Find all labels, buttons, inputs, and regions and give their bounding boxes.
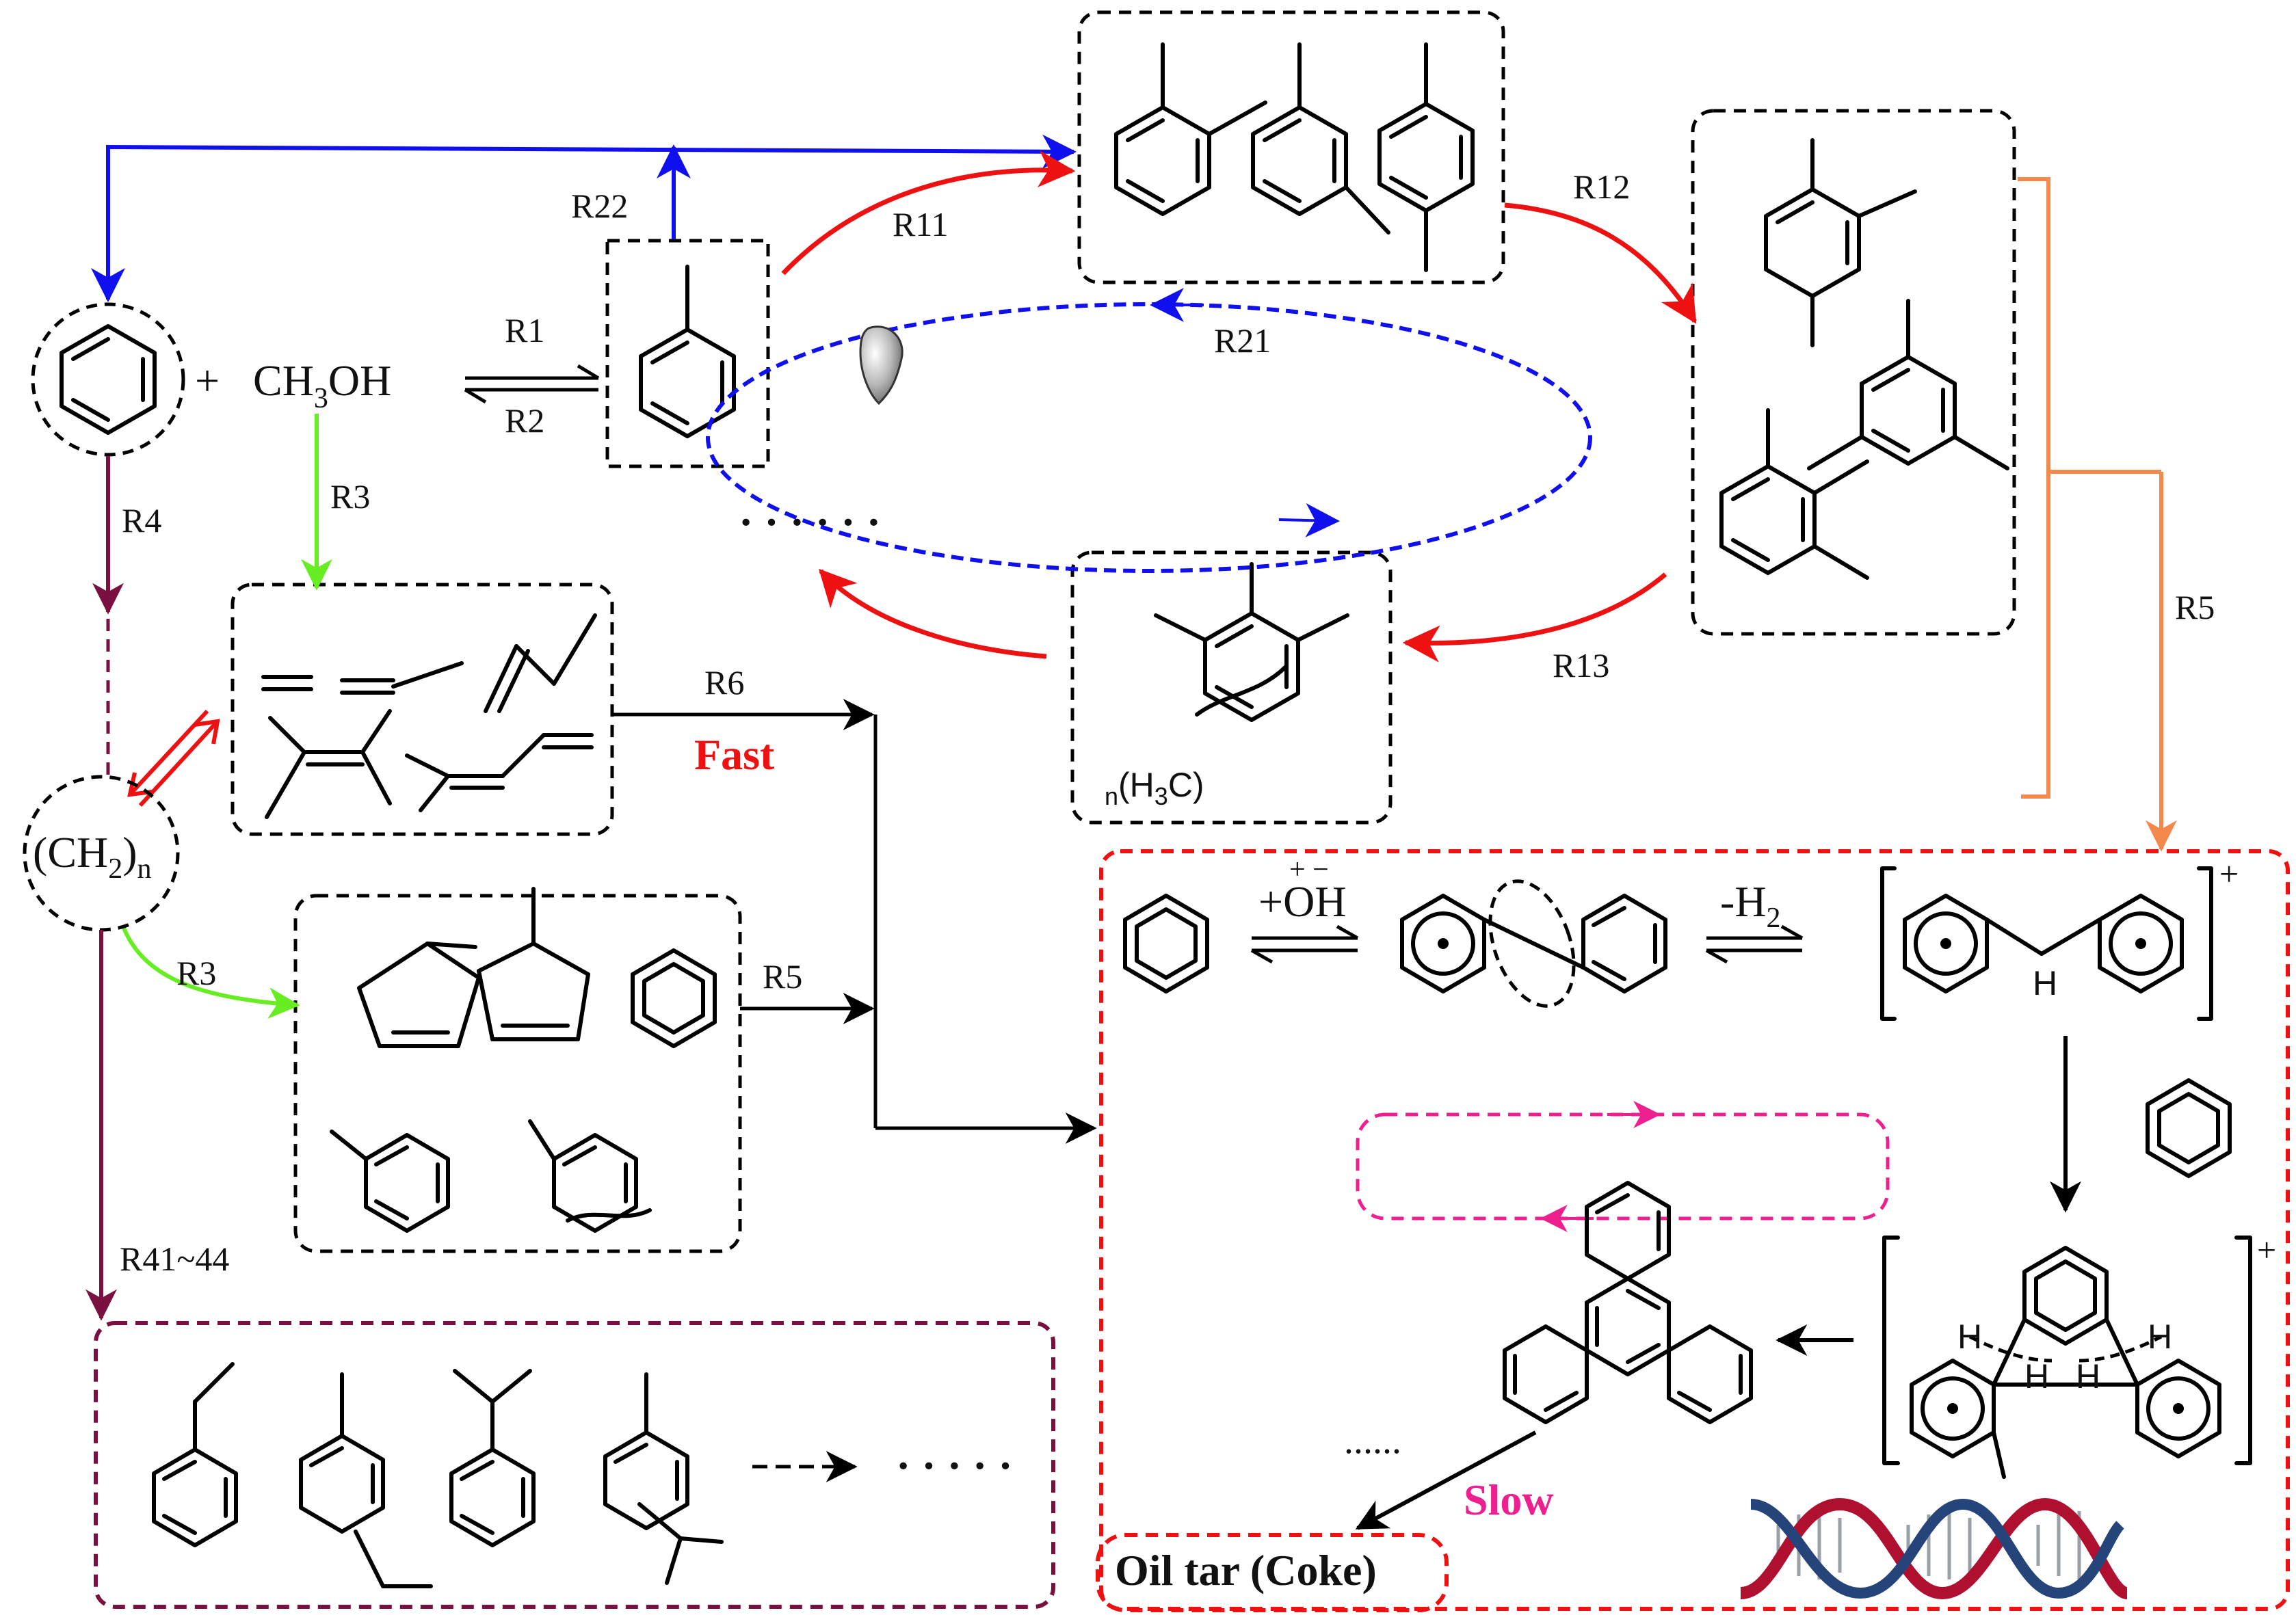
oh-label: +OH [1258,877,1347,926]
label-r21: R21 [1214,321,1271,360]
cyclic-species [330,887,717,1233]
label-r5-left: R5 [763,957,802,996]
olefin-pool-equilibrium [127,709,220,808]
h-atom-4: H [2148,1318,2172,1356]
h2-label: -H2 [1720,877,1781,934]
hydrocarbon-pool-formula: (CH2)n [33,828,152,885]
bridged-carbocation: H + [1880,855,2239,1021]
alkylbenzene-ellipsis: · · · · · [896,1441,1013,1490]
label-r6: R6 [704,663,744,702]
coke-label-box [1096,1533,1449,1612]
svg-text:+: + [2257,1231,2276,1269]
ethyltoluene [299,1372,433,1588]
isopropylbenzene [449,1369,536,1547]
label-r2: R2 [505,401,544,440]
isopropyltoluene [603,1372,724,1585]
toluene-molecule [639,265,736,438]
xylenes-group [1114,42,1475,272]
h-atom-3: H [2076,1357,2100,1396]
toluene-box [605,239,770,468]
h2-equilibrium [1705,924,1804,964]
methylcyclopentene-2 [477,887,590,1041]
triphenylene [1503,1181,1753,1424]
oh-equilibrium [1250,924,1359,964]
trimethylbenzene-box [1691,109,2016,636]
xylene-box [1077,10,1505,284]
arrow-r13 [1402,572,1667,663]
olefins-group [261,613,597,819]
svg-text:+: + [2219,855,2239,893]
coke-product-label: Oil tar (Coke) [1115,1546,1377,1594]
charge-sign: + − [1289,854,1329,885]
orange-bracket [2018,177,2050,799]
methanol-formula: CH3OH [253,356,391,414]
alkylbenzene-box [94,1321,1055,1609]
label-r41-44: R41~44 [120,1240,229,1278]
ethylbenzene [152,1362,238,1547]
benzene-added [2146,1078,2232,1178]
zeolite-catalyst-droplet [859,325,903,405]
benzene-cyclic-box [631,948,717,1048]
label-r13: R13 [1553,646,1609,684]
label-r1: R1 [505,311,544,349]
r1-r2-equilibrium-arrows [464,364,600,404]
hydrocarbon-pool-box-pink [1356,1112,1890,1220]
substituent-label: n(H3C) [1105,766,1204,810]
m-xylene [1251,42,1390,235]
dual-cycle-loop [706,302,1592,573]
label-r11: R11 [893,205,949,243]
mechanism-ellipsis: ...... [1344,1419,1401,1462]
arrow-r3-pool-to-cyclic [121,925,300,1019]
benzene-reactant [31,302,185,457]
arrow-r11 [781,150,1076,276]
label-r3-bottom: R3 [176,954,216,992]
methylcyclopentene-1 [357,942,481,1048]
arrow-r12 [1504,202,1697,324]
olefin-box [230,583,614,836]
mesitylene [1807,299,2009,470]
label-r4: R4 [122,501,161,539]
arrow-cycle-bottom [1278,503,1340,537]
dashed-boxes [94,10,2290,1612]
alkylbenzenes-group: · · · · · [152,1362,1013,1588]
helix-decoration [1739,1497,2129,1600]
arrow-to-coke [1355,1430,1537,1530]
label-slow: Slow [1464,1476,1554,1524]
h-atom-2: H [2024,1357,2049,1396]
p-xylene [1377,42,1475,272]
xylene-cyclic-box [528,1119,652,1233]
label-fast: Fast [694,730,775,779]
cyclic-hydrocarbon-box [293,894,742,1253]
plus-sign: + [195,356,220,405]
svg-text:H: H [2033,964,2057,1002]
polymethylbenzene-molecule [1154,562,1349,722]
label-r22: R22 [571,187,628,225]
protonated-biphenyl [1400,879,1667,1008]
toluene-cyclic-box [330,1130,450,1233]
benzene-start [1123,894,1209,993]
label-r12: R12 [1573,168,1630,206]
o-xylene [1114,42,1267,216]
h-atom-1: H [1957,1318,1982,1356]
label-r5-right: R5 [2175,588,2215,626]
arrow-to-cycle-dots [819,568,1047,659]
hemimellitene [1719,408,1869,580]
coke-mechanism-box [1099,849,2290,1611]
methylcyclohexadiene [1764,138,1917,347]
label-r3-top: R3 [330,477,370,516]
tricyclic-carbocation: + H H H H [1882,1231,2276,1479]
trimethyl-species [1719,138,2009,580]
